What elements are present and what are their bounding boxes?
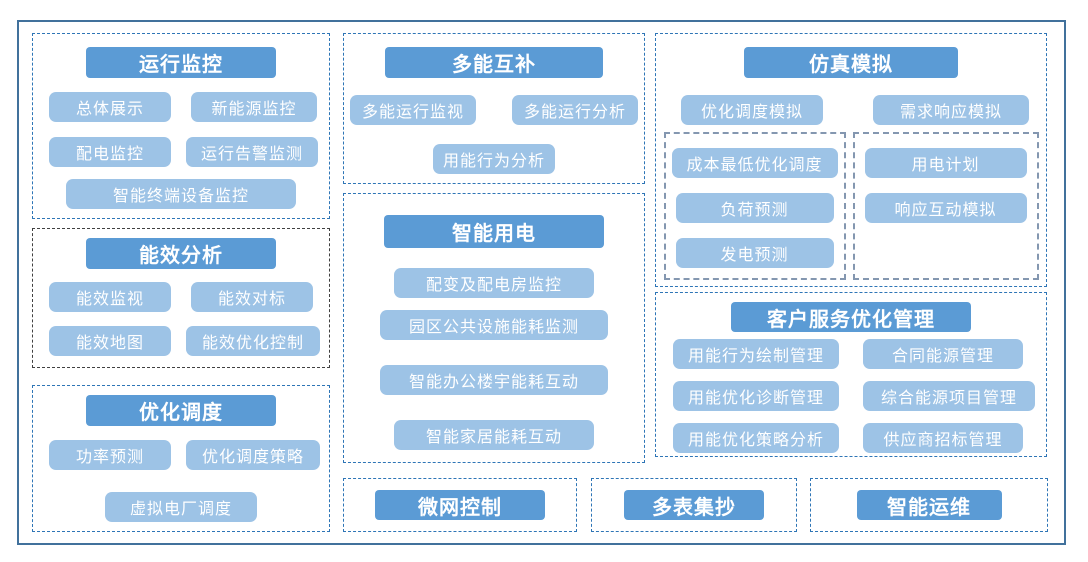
module-item: 用能优化策略分析 — [673, 423, 839, 453]
simulation-sub-box-left: 成本最低优化调度 负荷预测 发电预测 — [663, 132, 846, 280]
group-title: 智能运维 — [856, 490, 1002, 520]
item-row: 配电监控 运行告警监测 — [33, 137, 329, 167]
item-row: 多能运行监视 多能运行分析 — [344, 95, 644, 125]
module-item: 总体展示 — [49, 92, 171, 122]
item-row: 智能终端设备监控 — [33, 179, 329, 209]
item-row: 智能办公楼宇能耗互动 — [344, 365, 644, 395]
module-item: 运行告警监测 — [186, 137, 318, 167]
outer-frame — [17, 20, 1066, 545]
module-item: 能效监视 — [49, 282, 171, 312]
item-row: 配变及配电房监控 — [344, 268, 644, 298]
item-row: 功率预测 优化调度策略 — [33, 440, 329, 470]
group-title: 仿真模拟 — [744, 47, 958, 78]
module-item: 多能运行分析 — [512, 95, 638, 125]
item-row: 园区公共设施能耗监测 — [344, 310, 644, 340]
group-multi-energy: 多能互补 多能运行监视 多能运行分析 用能行为分析 — [343, 33, 645, 184]
module-item: 功率预测 — [49, 440, 171, 470]
module-item: 用电计划 — [864, 148, 1027, 178]
item-row: 用能优化诊断管理 综合能源项目管理 — [656, 381, 1046, 411]
module-item: 能效对标 — [191, 282, 313, 312]
module-item: 综合能源项目管理 — [863, 381, 1035, 411]
item-row: 总体展示 新能源监控 — [33, 92, 329, 122]
group-title: 优化调度 — [86, 395, 276, 426]
module-item: 配变及配电房监控 — [394, 268, 594, 298]
item-row: 智能家居能耗互动 — [344, 420, 644, 450]
group-multi-meter-reading: 多表集抄 — [591, 478, 797, 532]
item-row: 虚拟电厂调度 — [33, 492, 329, 522]
group-smart-om: 智能运维 — [810, 478, 1048, 532]
module-item: 能效优化控制 — [186, 326, 320, 356]
simulation-sub-box-right: 用电计划 响应互动模拟 — [852, 132, 1039, 280]
module-item: 智能办公楼宇能耗互动 — [380, 365, 608, 395]
module-item: 智能家居能耗互动 — [394, 420, 594, 450]
item-row: 优化调度模拟 需求响应模拟 — [656, 95, 1046, 125]
module-item: 用能行为分析 — [433, 144, 555, 174]
group-customer-service: 客户服务优化管理 用能行为绘制管理 合同能源管理 用能优化诊断管理 综合能源项目… — [655, 292, 1047, 457]
module-item: 成本最低优化调度 — [671, 148, 838, 178]
group-title: 多能互补 — [385, 47, 603, 78]
module-item: 多能运行监视 — [350, 95, 476, 125]
module-item: 用能行为绘制管理 — [673, 339, 839, 369]
group-title: 多表集抄 — [624, 490, 764, 520]
module-item: 能效地图 — [49, 326, 171, 356]
item-row: 用能行为分析 — [344, 144, 644, 174]
group-optimal-dispatch: 优化调度 功率预测 优化调度策略 虚拟电厂调度 — [32, 385, 330, 532]
module-item: 优化调度模拟 — [681, 95, 823, 125]
group-title: 客户服务优化管理 — [731, 302, 971, 332]
group-smart-power-use: 智能用电 配变及配电房监控 园区公共设施能耗监测 智能办公楼宇能耗互动 智能家居… — [343, 193, 645, 463]
item-row: 能效监视 能效对标 — [33, 282, 329, 312]
module-item: 需求响应模拟 — [873, 95, 1029, 125]
item-row: 能效地图 能效优化控制 — [33, 326, 329, 356]
module-item: 新能源监控 — [191, 92, 317, 122]
module-item: 负荷预测 — [675, 193, 834, 223]
group-title: 微网控制 — [375, 490, 545, 520]
group-microgrid-control: 微网控制 — [343, 478, 577, 532]
module-item: 虚拟电厂调度 — [105, 492, 257, 522]
group-title: 智能用电 — [384, 215, 604, 248]
group-operation-monitoring: 运行监控 总体展示 新能源监控 配电监控 运行告警监测 智能终端设备监控 — [32, 33, 330, 219]
group-energy-efficiency: 能效分析 能效监视 能效对标 能效地图 能效优化控制 — [32, 228, 330, 368]
module-item: 配电监控 — [49, 137, 171, 167]
module-item: 合同能源管理 — [863, 339, 1023, 369]
item-row: 用能优化策略分析 供应商招标管理 — [656, 423, 1046, 453]
module-item: 供应商招标管理 — [863, 423, 1023, 453]
item-row: 用能行为绘制管理 合同能源管理 — [656, 339, 1046, 369]
group-simulation: 仿真模拟 优化调度模拟 需求响应模拟 成本最低优化调度 负荷预测 发电预测 用电… — [655, 33, 1047, 287]
module-item: 园区公共设施能耗监测 — [380, 310, 608, 340]
module-item: 用能优化诊断管理 — [673, 381, 839, 411]
group-title: 运行监控 — [86, 47, 276, 78]
module-item: 发电预测 — [675, 238, 834, 268]
module-item: 智能终端设备监控 — [66, 179, 296, 209]
group-title: 能效分析 — [86, 238, 276, 269]
module-item: 响应互动模拟 — [864, 193, 1027, 223]
module-item: 优化调度策略 — [186, 440, 320, 470]
item-row: 成本最低优化调度 负荷预测 发电预测 用电计划 响应互动模拟 — [656, 132, 1046, 280]
